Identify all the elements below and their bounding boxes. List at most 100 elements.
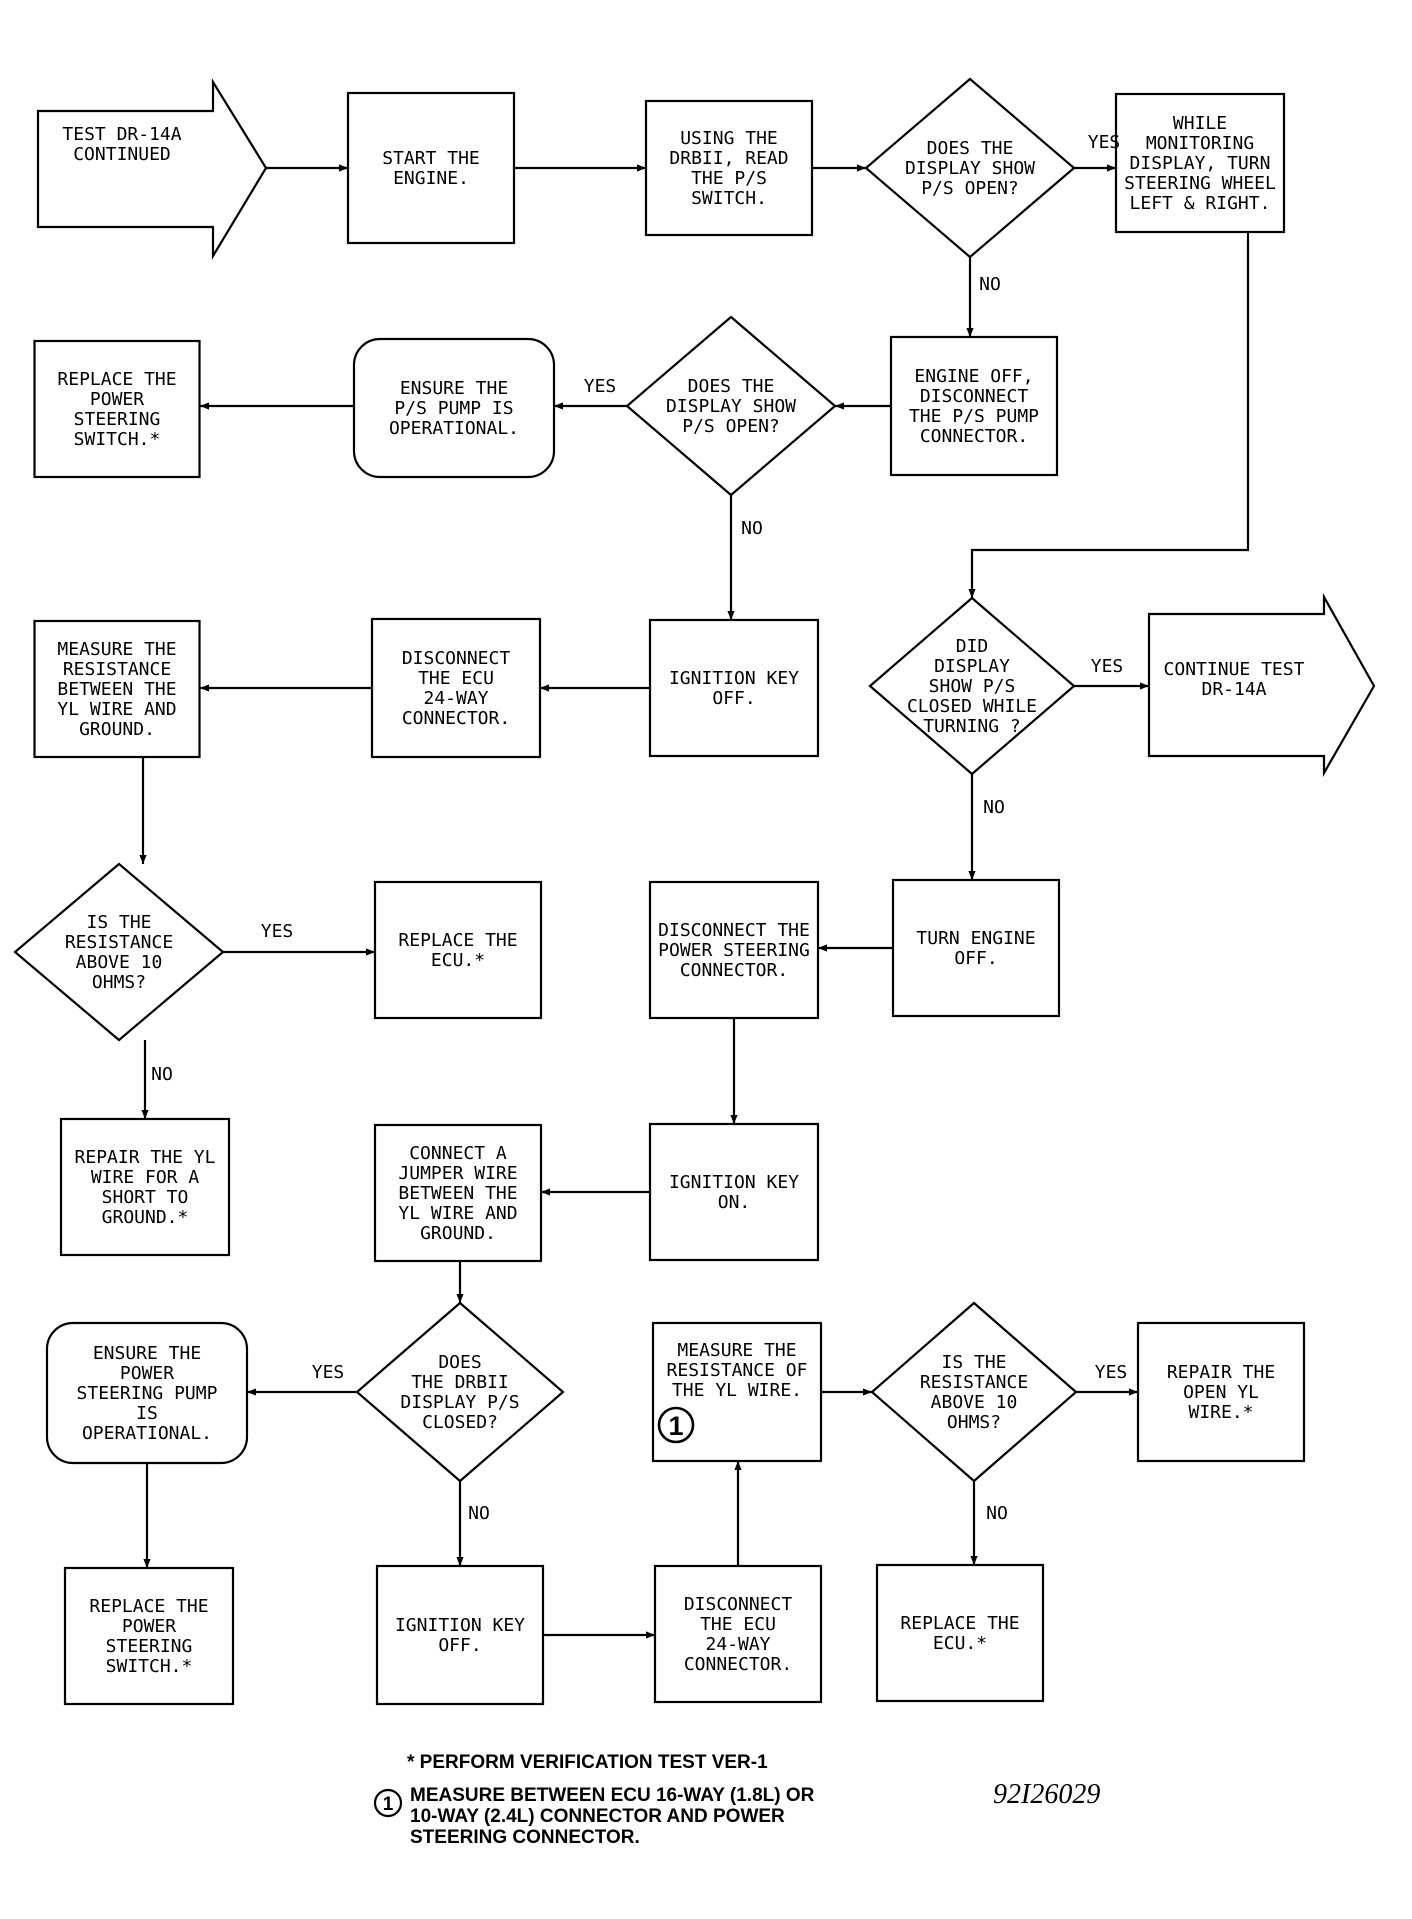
node-line: DID (956, 636, 989, 657)
node-line: ECU.* (431, 950, 485, 971)
node-line: CONTINUED (73, 144, 171, 165)
node-line: DISPLAY P/S (400, 1392, 519, 1413)
node-line: DOES THE (688, 376, 775, 397)
node-line: OFF. (438, 1635, 481, 1656)
node-line: USING THE (680, 128, 778, 149)
node-line: THE ECU (418, 668, 494, 689)
box-turn-engine-off (891, 878, 1061, 1018)
node-line: OFF. (712, 688, 755, 709)
box-disconnect-pump (889, 335, 1059, 477)
node-line: STEERING WHEEL (1124, 173, 1276, 194)
node-line: GROUND.* (102, 1207, 189, 1228)
node-line: DISCONNECT THE (658, 920, 810, 941)
node-line: SWITCH. (691, 188, 767, 209)
box-replace-switch-1 (33, 339, 201, 479)
node-line: OPERATIONAL. (82, 1423, 212, 1444)
node-line: SWITCH.* (106, 1656, 193, 1677)
node-line: DISCONNECT (402, 648, 511, 669)
box-replace-ecu-2 (875, 1563, 1045, 1703)
box-measure-yl-ground (33, 619, 201, 759)
node-line: RESISTANCE OF (667, 1360, 808, 1381)
node-line: DISCONNECT (920, 386, 1029, 407)
arrow-shape-test-dr14a-continued (36, 78, 268, 260)
node-line: CONNECTOR. (402, 708, 510, 729)
node-line: POWER STEERING (658, 940, 810, 961)
footnote-measure-line-2: 10-WAY (2.4L) CONNECTOR AND POWER (410, 1806, 785, 1827)
box-ignition-on (648, 1122, 820, 1262)
branch-label-yes: YES (312, 1362, 345, 1383)
node-line: CONNECTOR. (680, 960, 788, 981)
node-line: IS THE (86, 912, 151, 933)
node-line: OPERATIONAL. (389, 418, 519, 439)
node-line: ENGINE OFF, (914, 366, 1033, 387)
arrow-shape-continue-test (1147, 592, 1376, 778)
node-line: TEST DR-14A (62, 124, 181, 145)
node-line: JUMPER WIRE (398, 1163, 517, 1184)
box-disconnect-ecu-2 (653, 1564, 823, 1704)
node-line: 24-WAY (705, 1634, 770, 1655)
branch-label-no: NO (983, 797, 1005, 818)
figure-id: 92I26029 (993, 1779, 1100, 1810)
node-line: ON. (718, 1192, 751, 1213)
branch-label-no: NO (151, 1064, 173, 1085)
node-line: DISCONNECT (684, 1594, 793, 1615)
node-line: REPLACE THE (89, 1596, 208, 1617)
node-line: ENSURE THE (93, 1343, 201, 1364)
node-line: LEFT & RIGHT. (1130, 193, 1271, 214)
branch-label-yes: YES (1088, 132, 1121, 153)
node-line: CONTINUE TEST (1164, 659, 1305, 680)
node-line: P/S OPEN? (921, 178, 1019, 199)
box-replace-ecu-1 (373, 880, 543, 1020)
box-ignition-off-2 (375, 1564, 545, 1706)
node-line: 24-WAY (423, 688, 488, 709)
node-line: RESISTANCE (920, 1372, 1028, 1393)
node-line: MONITORING (1146, 133, 1254, 154)
node-line: CLOSED WHILE (907, 696, 1037, 717)
node-line: GROUND. (79, 719, 155, 740)
node-line: REPAIR THE YL (75, 1147, 216, 1168)
node-line: BETWEEN THE (398, 1183, 517, 1204)
node-line: THE P/S (691, 168, 767, 189)
box-disconnect-ecu-1 (370, 617, 542, 759)
node-line: DISPLAY (934, 656, 1010, 677)
node-line: DISPLAY SHOW (905, 158, 1035, 179)
node-line: IS (136, 1403, 158, 1424)
node-line: OHMS? (92, 972, 146, 993)
node-line: ABOVE 10 (76, 952, 163, 973)
node-line: RESISTANCE (65, 932, 173, 953)
note-marker-circle (373, 1788, 403, 1818)
note-reference-circle (657, 1406, 695, 1444)
branch-label-no: NO (468, 1503, 490, 1524)
node-line: OHMS? (947, 1412, 1001, 1433)
box-start-engine (346, 91, 516, 245)
node-line: YL WIRE AND (57, 699, 176, 720)
node-line: ABOVE 10 (931, 1392, 1018, 1413)
node-line: WHILE (1173, 113, 1227, 134)
node-line: ENSURE THE (400, 378, 508, 399)
node-line: IGNITION KEY (669, 1172, 799, 1193)
decision-resistance-above-1 (13, 862, 225, 1042)
node-line: THE YL WIRE. (672, 1380, 802, 1401)
branch-label-yes: YES (1091, 656, 1124, 677)
